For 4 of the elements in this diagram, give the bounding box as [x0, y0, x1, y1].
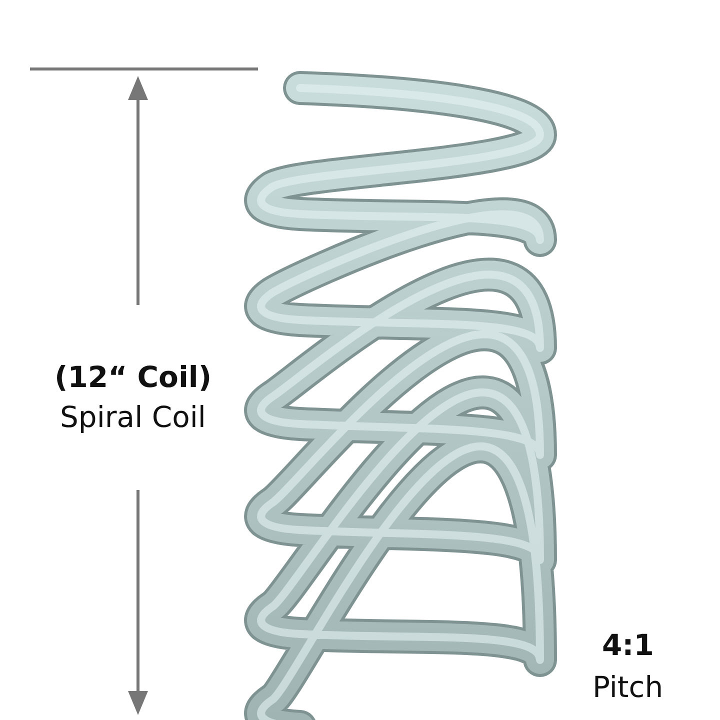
dimension-label: (12“ Coil): [54, 360, 212, 395]
caption-text: Spiral Coil: [60, 400, 206, 435]
caption-text: Pitch: [592, 670, 664, 705]
dimension-label: 4:1: [602, 628, 654, 663]
